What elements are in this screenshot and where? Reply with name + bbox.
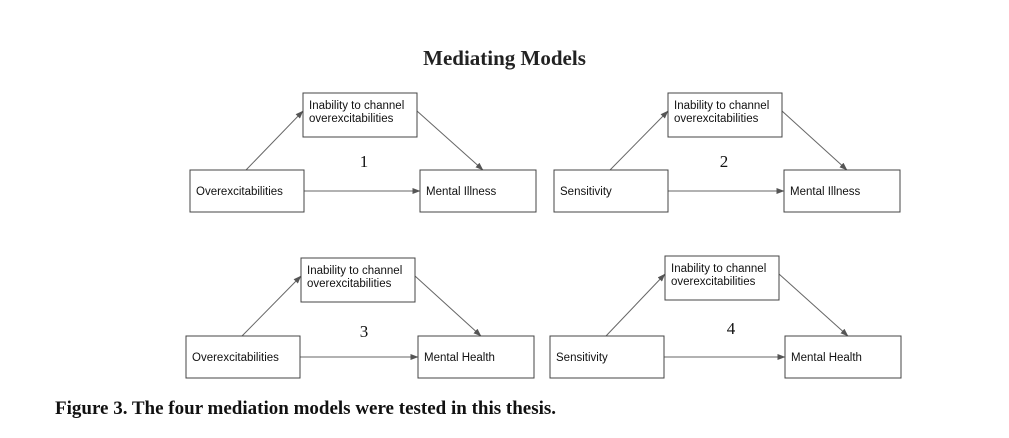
figure-caption: Figure 3. The four mediation models were…: [55, 398, 557, 419]
predictor-box: [549, 335, 665, 379]
outcome-box: [419, 169, 537, 213]
outcome-box: [784, 335, 902, 379]
model-number: 4: [727, 319, 736, 338]
mediator-label-line-2: overexcitabilities: [674, 113, 759, 125]
predictor-box: [553, 169, 669, 213]
outcome-label: Mental Health: [424, 352, 495, 364]
mediator-label-line-1: Inability to channel: [674, 100, 769, 112]
path-a-arrow: [245, 110, 304, 171]
predictor-label: Overexcitabilities: [196, 186, 283, 198]
path-b-arrow: [778, 273, 849, 337]
outcome-label: Mental Health: [791, 352, 862, 364]
mediator-label-line-1: Inability to channel: [309, 100, 404, 112]
mediation-model-3: Overexcitabilities Inability to channelov…: [185, 257, 535, 379]
outcome-label: Mental Illness: [790, 186, 861, 198]
outcome-box: [417, 335, 535, 379]
mediator-box: [667, 92, 783, 138]
path-b-arrow: [414, 275, 482, 337]
mediator-label-line-1: Inability to channel: [671, 263, 766, 275]
path-a-arrow: [241, 275, 302, 337]
predictor-box: [185, 335, 301, 379]
model-number: 2: [720, 152, 729, 171]
mediator-box: [302, 92, 418, 138]
path-b-arrow: [416, 110, 484, 171]
mediator-label-line-2: overexcitabilities: [307, 278, 392, 290]
diagram-title: Mediating Models: [423, 46, 586, 70]
outcome-label: Mental Illness: [426, 186, 497, 198]
mediation-model-2: Sensitivity Inability to channeloverexcit…: [553, 92, 901, 213]
mediation-model-1: Overexcitabilities Inability to channelov…: [189, 92, 537, 213]
path-a-arrow: [605, 273, 666, 337]
mediation-model-4: Sensitivity Inability to channeloverexcit…: [549, 255, 902, 379]
predictor-label: Sensitivity: [556, 352, 608, 364]
path-a-arrow: [609, 110, 669, 171]
predictor-box: [189, 169, 305, 213]
predictor-label: Overexcitabilities: [192, 352, 279, 364]
model-number: 1: [360, 152, 369, 171]
path-b-arrow: [781, 110, 848, 171]
mediator-box: [300, 257, 416, 303]
predictor-label: Sensitivity: [560, 186, 612, 198]
model-number: 3: [360, 322, 369, 341]
mediator-label-line-2: overexcitabilities: [671, 276, 756, 288]
mediator-label-line-2: overexcitabilities: [309, 113, 394, 125]
mediator-box: [664, 255, 780, 301]
outcome-box: [783, 169, 901, 213]
mediator-label-line-1: Inability to channel: [307, 265, 402, 277]
